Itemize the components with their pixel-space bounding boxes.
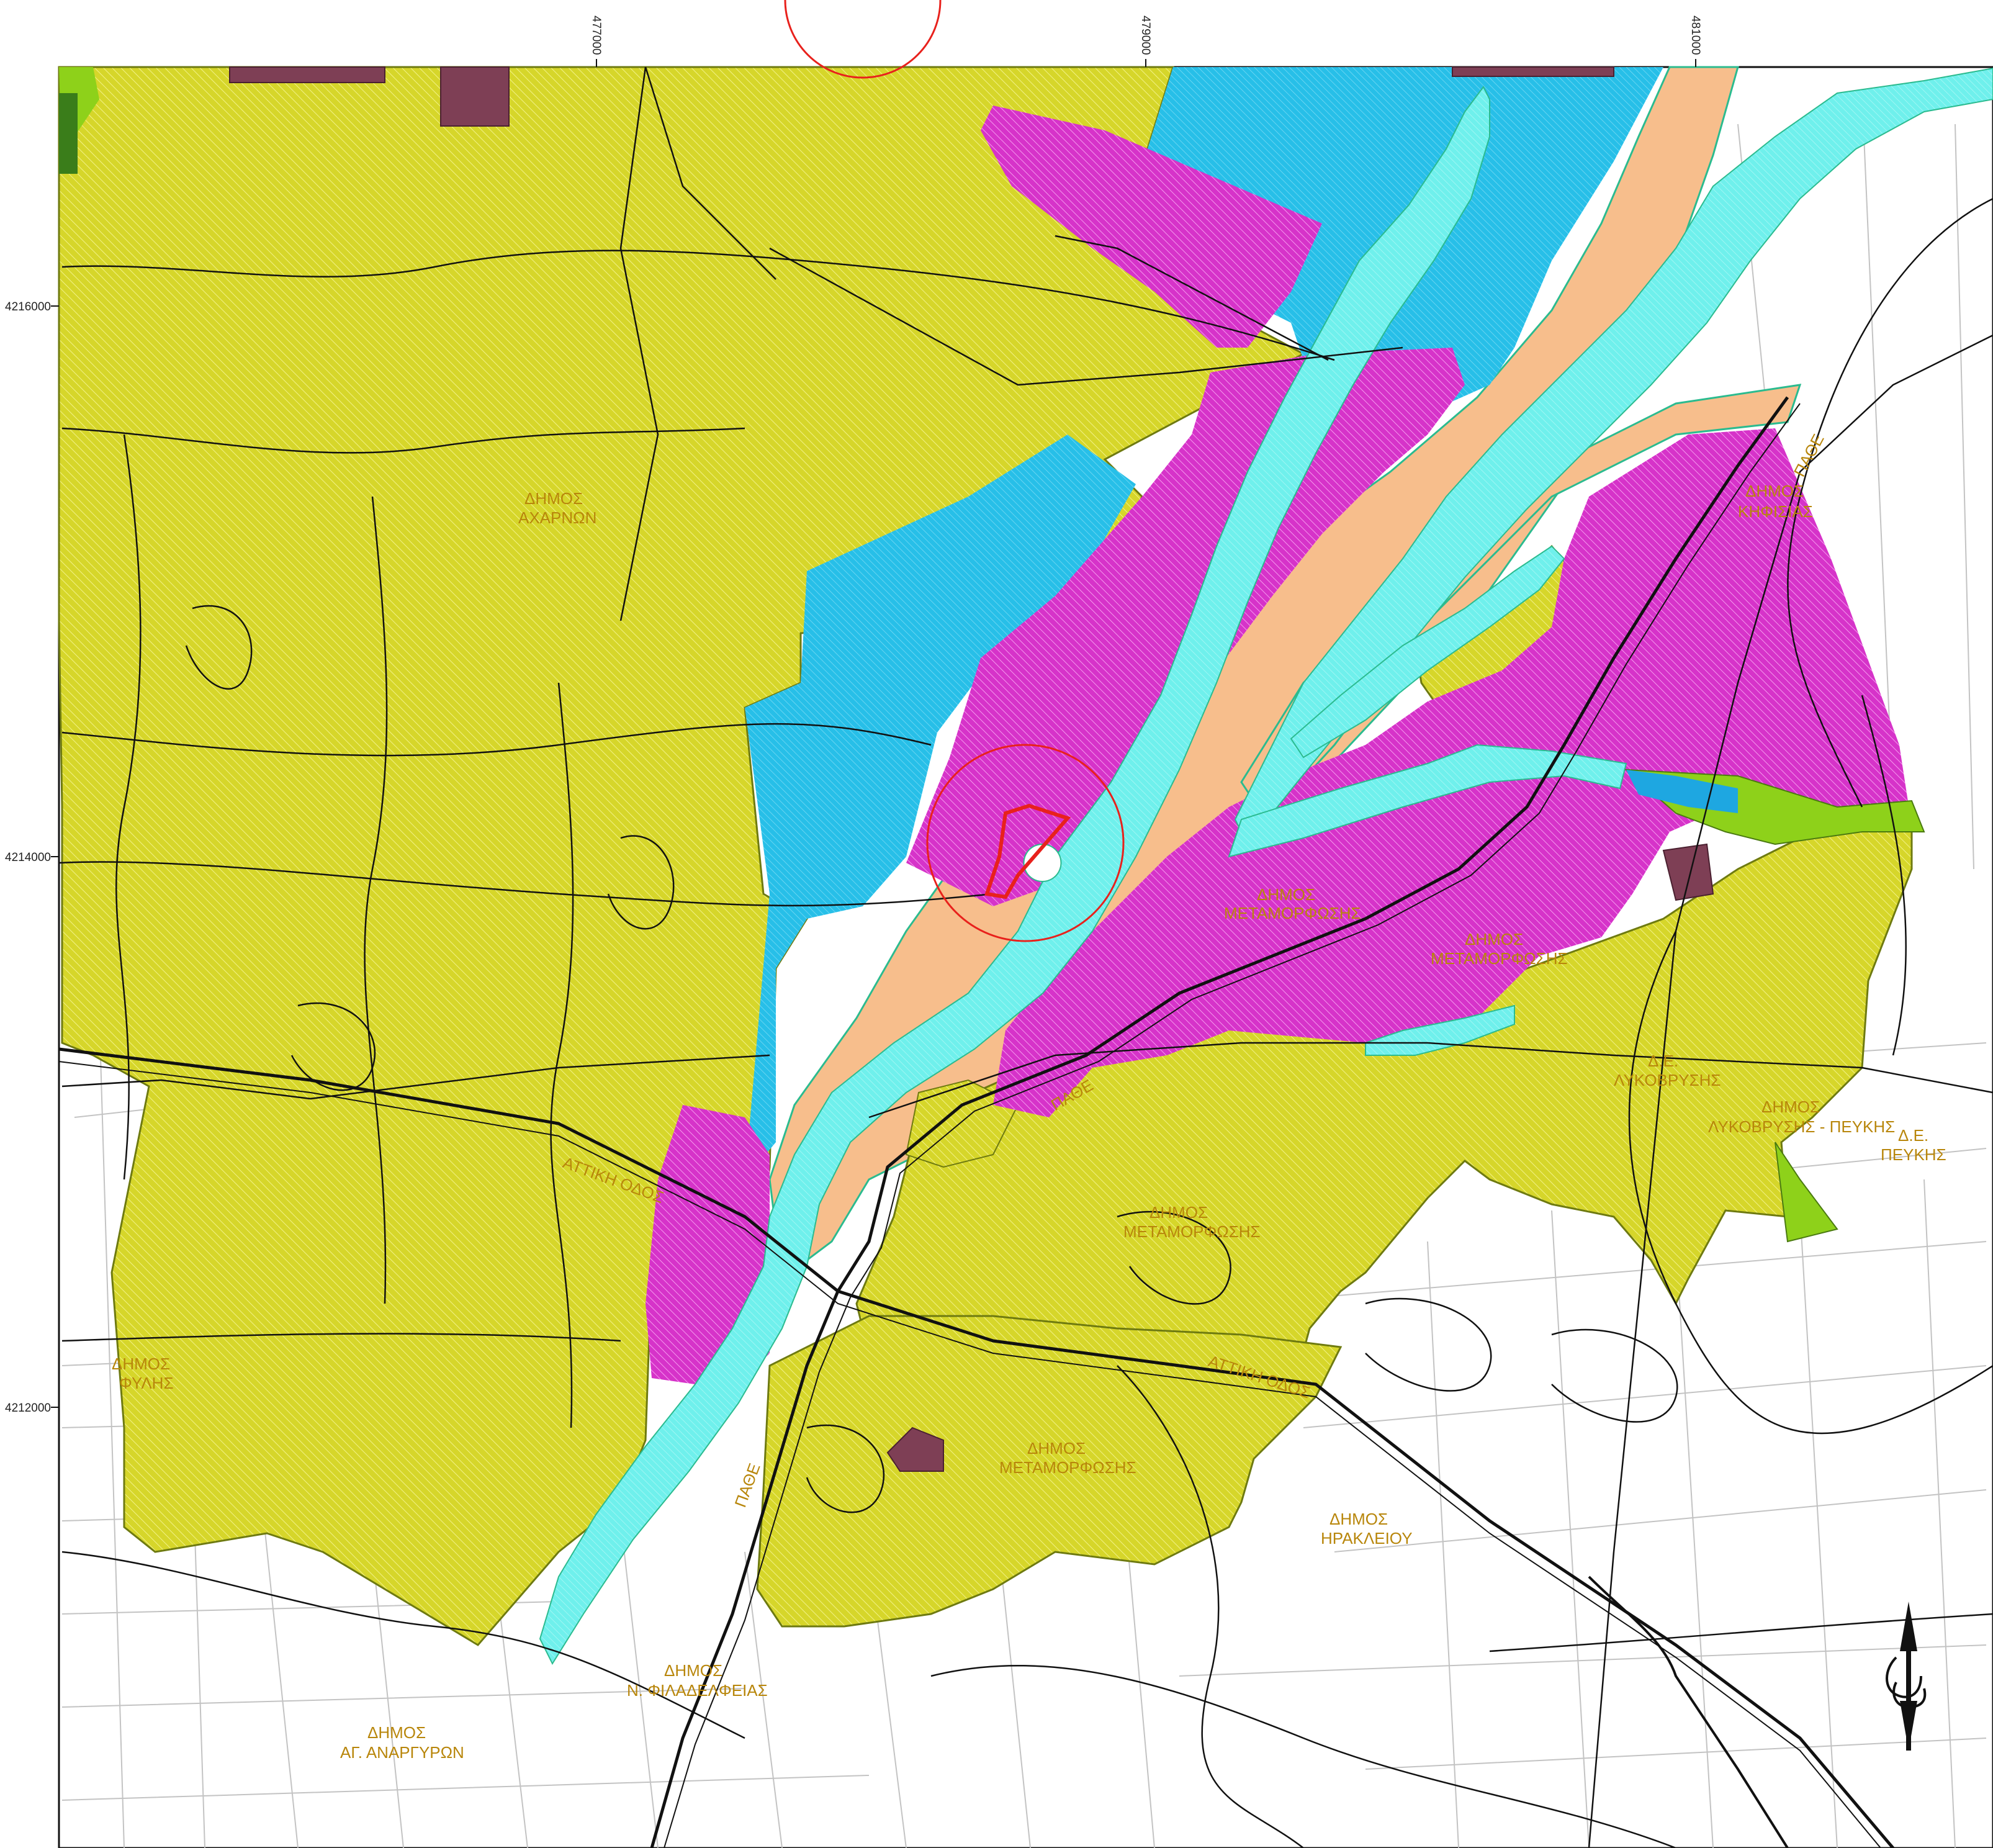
label-metamorfosis-b-line1: ΔΗΜΟΣ [1465, 930, 1523, 949]
offsheet-circle-arc [784, 0, 942, 79]
label-de-pefkis-line2: ΠΕΥΚΗΣ [1881, 1145, 1946, 1164]
label-ag-anargyron-line2: ΑΓ. ΑΝΑΡΓΥΡΩΝ [340, 1743, 464, 1762]
municipality-labels: ΔΗΜΟΣ ΑΧΑΡΝΩΝ ΔΗΜΟΣ ΚΗΦΙΣΙΑΣ ΔΗΜΟΣ ΜΕΤΑΜ… [112, 482, 1946, 1762]
y-tick-4212000: 4212000 [5, 1402, 51, 1415]
label-de-lykovrysis-line2: ΛΥΚΟΒΡΥΣΗΣ [1614, 1071, 1721, 1089]
green-zone-pefkis [1775, 1142, 1838, 1243]
magenta-zone-west [646, 1105, 770, 1384]
green-zone-nw-dark [59, 93, 78, 174]
label-kifisias-line2: ΚΗΦΙΣΙΑΣ [1738, 502, 1813, 521]
y-tick-4214000: 4214000 [5, 851, 51, 864]
x-tick-479000: 479000 [1139, 16, 1152, 55]
label-irakleiou-line1: ΔΗΜΟΣ [1329, 1510, 1388, 1528]
label-metamorfosis-a-line2: ΜΕΤΑΜΟΡΦΩΣΗΣ [1224, 904, 1361, 922]
label-metamorfosis-d-line1: ΔΗΜΟΣ [1027, 1439, 1086, 1458]
blue-zone-west [745, 435, 1136, 1179]
label-de-lykovrysis-line1: Δ.Ε. [1648, 1052, 1678, 1070]
label-ag-anargyron-line1: ΔΗΜΟΣ [367, 1723, 426, 1742]
label-lykovrysis-pefkis-line2: ΛΥΚΟΒΡΥΣΗΣ - ΠΕΥΚΗΣ [1708, 1117, 1895, 1136]
label-irakleiou-line2: ΗΡΑΚΛΕΙΟΥ [1321, 1529, 1413, 1548]
label-n-filadelfeias-line1: ΔΗΜΟΣ [664, 1661, 722, 1680]
y-tick-4216000: 4216000 [5, 300, 51, 313]
label-acharnon-line1: ΔΗΜΟΣ [524, 489, 583, 508]
x-tick-481000: 481000 [1689, 16, 1702, 55]
x-tick-477000: 477000 [590, 16, 603, 55]
magenta-zone-north [981, 106, 1322, 348]
north-arrow-icon [1886, 1602, 1927, 1751]
label-acharnon-line2: ΑΧΑΡΝΩΝ [518, 508, 596, 527]
label-metamorfosis-b-line2: ΜΕΤΑΜΟΡΦΩΣΗΣ [1431, 949, 1568, 968]
magenta-zone-central [906, 348, 1465, 906]
site-parcel [984, 803, 1071, 899]
label-lykovrysis-pefkis-line1: ΔΗΜΟΣ [1761, 1098, 1820, 1116]
label-fylis-line1: ΔΗΜΟΣ [112, 1354, 170, 1373]
label-metamorfosis-d-line2: ΜΕΤΑΜΟΡΦΩΣΗΣ [999, 1458, 1136, 1477]
maroon-zones [229, 66, 1714, 1472]
label-metamorfosis-c-line1: ΔΗΜΟΣ [1149, 1203, 1208, 1222]
network-lines [61, 66, 1993, 1652]
yellow-zone-metamorfosis-south [756, 1315, 1343, 1628]
contour-lines [58, 197, 1993, 1848]
label-de-pefkis-line1: Δ.Ε. [1898, 1126, 1928, 1145]
label-kifisias-line1: ΔΗΜΟΣ [1745, 482, 1804, 500]
coordinate-grid: 477000 479000 481000 4216000 4214000 421… [5, 16, 1702, 1415]
blue-pond [1626, 770, 1738, 813]
site-circle [926, 744, 1125, 942]
label-fylis-line2: ΦΥΛΗΣ [119, 1374, 174, 1392]
label-metamorfosis-c-line2: ΜΕΤΑΜΟΡΦΩΣΗΣ [1123, 1222, 1261, 1241]
label-metamorfosis-a-line1: ΔΗΜΟΣ [1257, 885, 1315, 904]
label-n-filadelfeias-line2: Ν. ΦΙΛΑΔΕΛΦΕΙΑΣ [627, 1681, 768, 1700]
motorways [58, 334, 1993, 1848]
